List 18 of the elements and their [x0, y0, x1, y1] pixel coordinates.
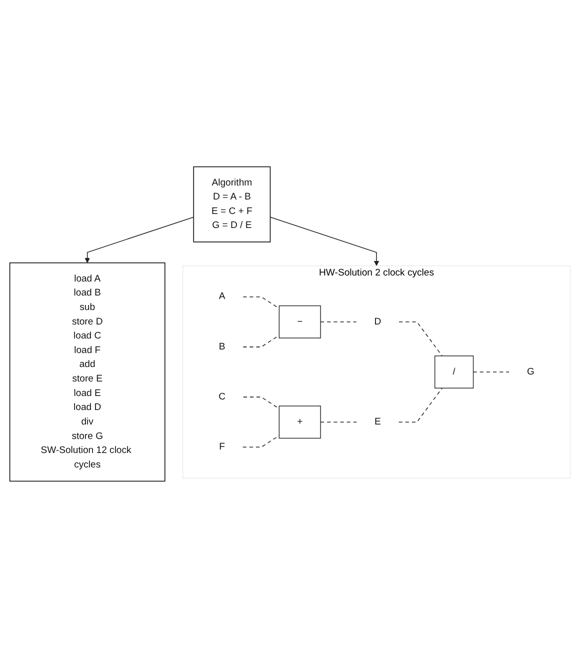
node-box: −	[278, 305, 321, 338]
node-text: E	[374, 416, 381, 427]
node-text: D	[374, 316, 382, 327]
node-text: A	[218, 291, 226, 302]
node-box: load A load B sub store D load C load F add store E load E load D div store G SW-Solution 12 clock cycles	[9, 262, 166, 482]
node-text: C	[218, 392, 226, 402]
node-text: B	[218, 342, 226, 352]
arrow	[270, 216, 380, 266]
connector	[320, 422, 357, 423]
node-box: /	[434, 356, 474, 388]
node-box: +	[278, 406, 321, 439]
node-box: Algorithm D = A - B E = C + F G = D / E	[193, 166, 271, 242]
arrow	[84, 216, 194, 264]
node-text: G	[526, 366, 534, 377]
connector	[398, 388, 443, 423]
node-text: F	[219, 442, 225, 452]
connector	[243, 396, 280, 410]
connector	[398, 322, 443, 356]
